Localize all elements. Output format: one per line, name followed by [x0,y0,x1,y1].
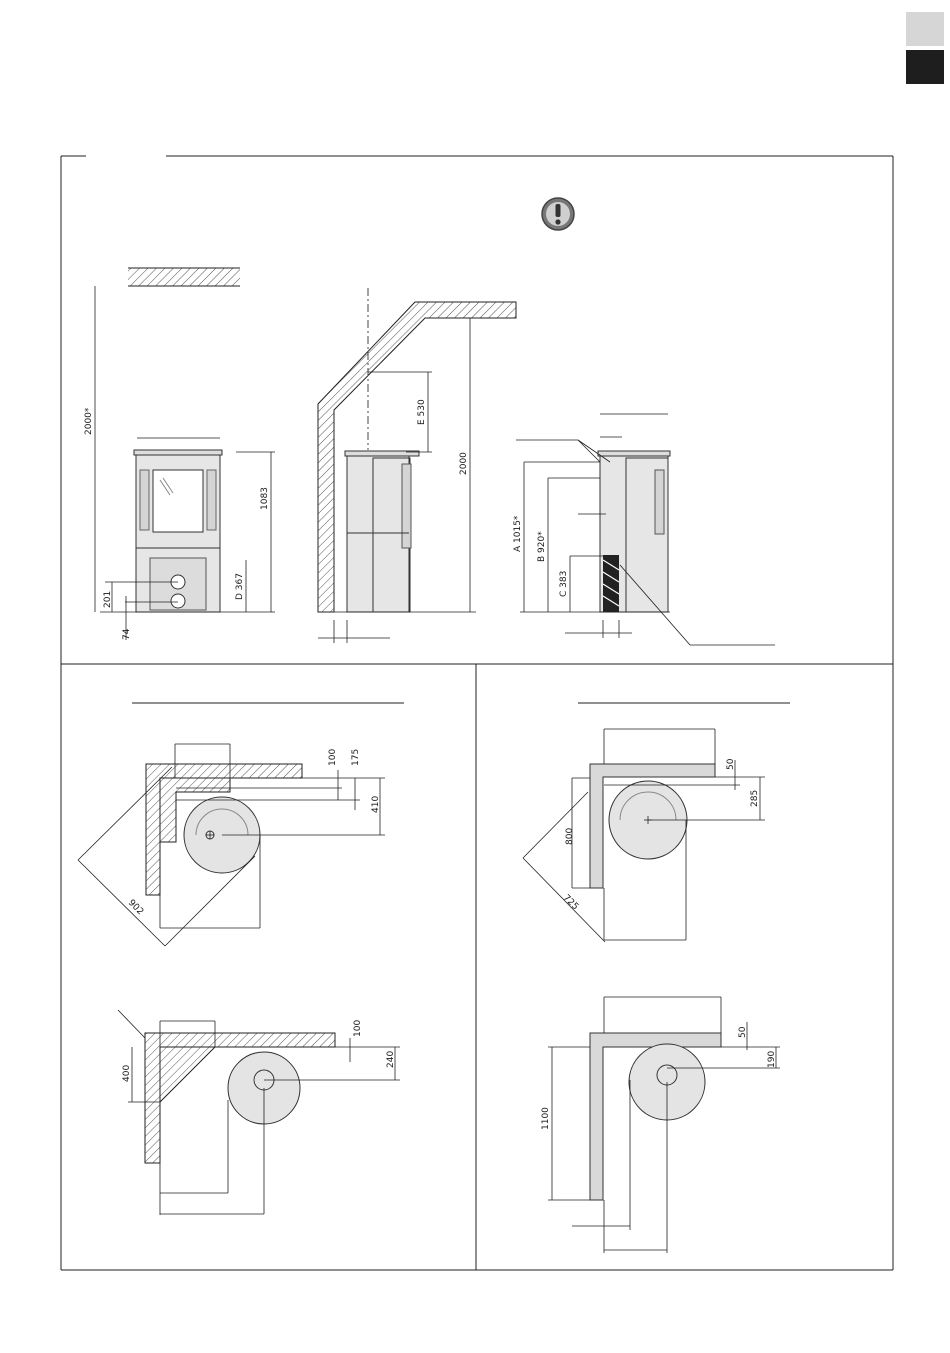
dim-front-height: 2000* [84,407,94,435]
dim-front-d: D 367 [235,573,245,600]
dim-plan-bl-100: 100 [353,1020,363,1037]
plan-top-right: 725 800 50 285 [523,729,765,942]
dim-plan-tr-50: 50 [726,758,736,770]
dim-plan-bl-400: 400 [122,1065,132,1082]
plan-bottom-left: 400 100 240 [118,1010,400,1215]
dim-plan-tr-725: 725 [561,893,580,912]
plan-bottom-right: 1100 50 190 [541,997,780,1253]
dim-plan-br-1100: 1100 [541,1107,551,1130]
dim-plan-tr-800: 800 [565,828,575,845]
dim-plan-bl-240: 240 [386,1051,396,1068]
dim-plan-tl-175: 175 [351,749,361,766]
dim-front-total-height: 1083 [260,487,270,510]
dim-plan-tl-902: 902 [126,898,145,917]
side-view: E 530 2000 [318,288,516,643]
dim-side-2000: 2000 [459,452,469,475]
dim-right-a: A 1015* [513,515,523,552]
dim-side-e: E 530 [417,399,427,425]
dim-plan-br-190: 190 [767,1051,777,1068]
exclamation-icon [542,198,574,230]
side-view-outlet: A 1015* B 920* C 383 [513,414,775,645]
dim-right-c: C 383 [559,571,569,597]
outer-frame [61,156,893,1270]
dim-plan-br-50: 50 [738,1026,748,1038]
dim-plan-tr-285: 285 [750,790,760,807]
dim-front-201: 201 [103,591,113,608]
dim-plan-tl-100: 100 [328,749,338,766]
plan-top-left: 902 100 175 410 [78,744,385,946]
dim-plan-tl-410: 410 [371,796,381,813]
front-view: 2000* 1083 D 367 201 74 [84,268,275,640]
dim-front-74: 74 [122,628,132,640]
dim-right-b: B 920* [537,531,547,562]
